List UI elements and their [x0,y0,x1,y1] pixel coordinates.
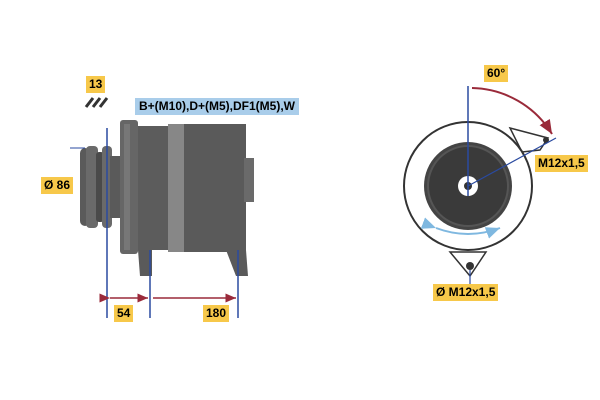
dimension-lines [70,128,239,318]
thread-side-tag: M12x1,5 [535,155,588,172]
dim-right-tag: 180 [203,305,230,322]
rotation-arrow [420,217,501,239]
dim-left-tag: 54 [114,305,134,322]
alternator-body [120,120,254,276]
angle-tag: 60° [484,65,509,82]
pulley-diameter-tag: Ø 86 [41,177,74,194]
angle-indicator [467,86,557,196]
hatch-icon [84,97,110,108]
thread-bottom-tag: Ø M12x1,5 [433,284,499,301]
terminals-tag: B+(M10),D+(M5),DF1(M5),W [135,98,300,115]
part-code-tag: 13 [86,76,106,93]
front-view [403,121,550,278]
pulley [80,146,122,228]
